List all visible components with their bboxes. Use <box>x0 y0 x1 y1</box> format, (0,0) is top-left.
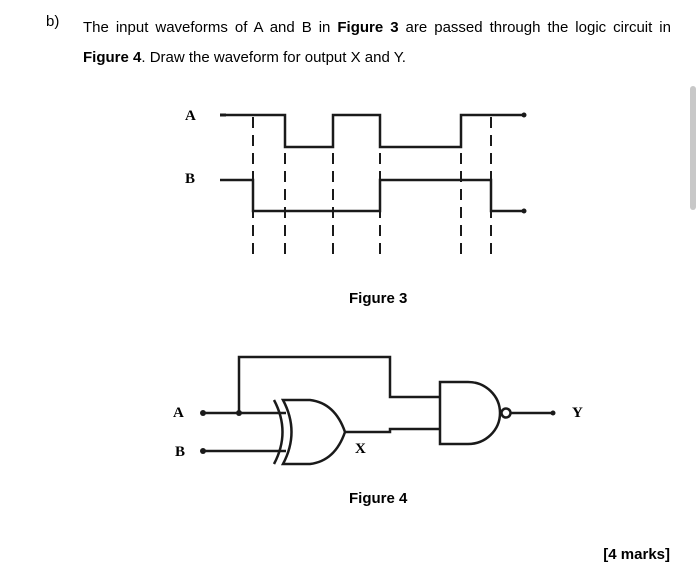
input-a-terminal <box>200 410 206 416</box>
output-y-label: Y <box>572 405 583 421</box>
figure-ref-bold: Figure 3 <box>337 19 399 36</box>
question-text-part: The input waveforms of A and B in <box>83 19 338 36</box>
intermediate-x-label: X <box>355 441 366 457</box>
question-text-part: are passed through the logic circuit in <box>398 19 671 36</box>
figure-ref-bold: Figure 4 <box>83 49 142 66</box>
question-text: The input waveforms of A and B in Figure… <box>83 13 671 73</box>
wire-a-to-nand <box>237 355 440 413</box>
waveform-b-label: B <box>185 171 196 187</box>
wire-x-to-nand <box>345 427 440 434</box>
figure3-caption: Figure 3 <box>349 290 408 307</box>
nand-inverter-bubble <box>500 407 512 419</box>
waveform-b <box>220 178 524 213</box>
junction-dot <box>236 410 242 416</box>
figure4-caption: Figure 4 <box>349 490 408 507</box>
input-b-label: B <box>175 444 186 460</box>
waveform-a <box>222 113 524 149</box>
marks-label: [4 marks] <box>603 546 670 563</box>
input-b-terminal <box>200 448 206 454</box>
input-a-label: A <box>173 405 184 421</box>
output-y-terminal <box>550 410 556 416</box>
waveform-a-end-dot <box>521 112 527 118</box>
xor-gate-extra-curve <box>272 399 284 465</box>
scrollbar-thumb[interactable] <box>690 86 696 210</box>
xor-gate <box>280 398 347 466</box>
question-text-part: . Draw the waveform for output X and Y. <box>141 49 406 66</box>
nand-gate <box>438 380 502 446</box>
question-number: b) <box>46 13 60 30</box>
waveform-b-end-dot <box>521 208 527 214</box>
waveform-a-label: A <box>185 108 196 124</box>
